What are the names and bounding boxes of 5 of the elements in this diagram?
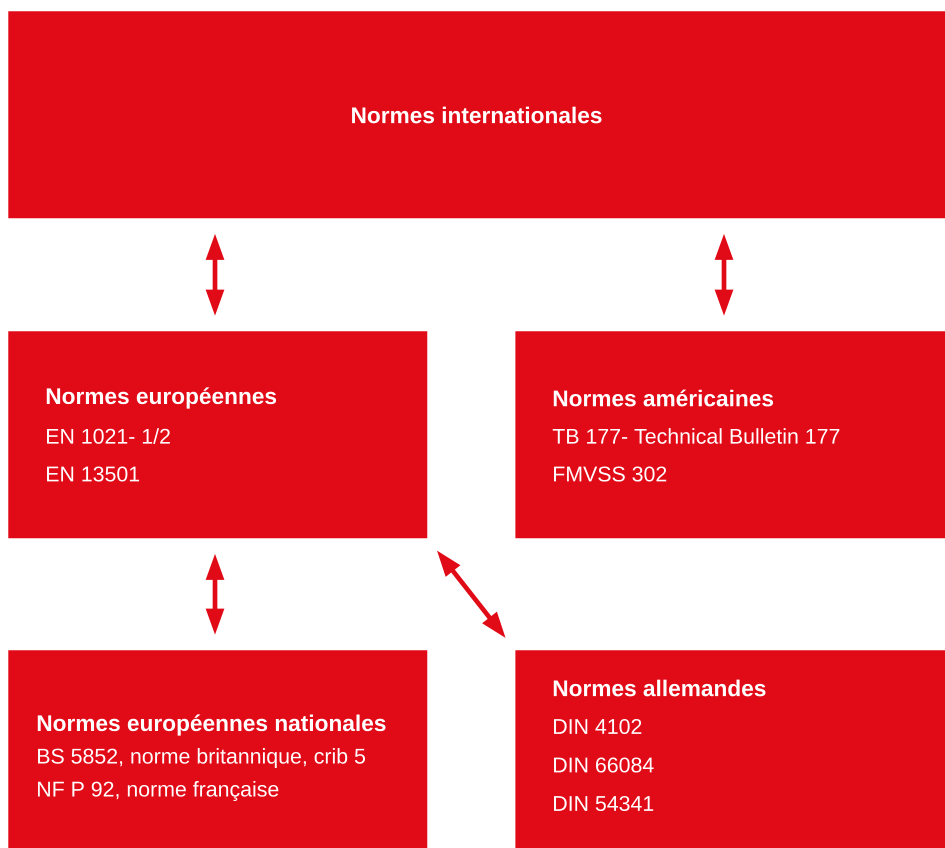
standard-box: Normes américaines TB 177- Technical Bulletin 177 FMVSS 302 [515, 331, 945, 538]
standard-box: Normes européennes nationales BS 5852, norme britannique, crib 5 NF P 92, norme française [8, 650, 428, 848]
standard-box: Normes allemandes DIN 4102 DIN 66084 DIN 54341 [515, 650, 945, 848]
standard-box: Normes européennes EN 1021- 1/2 EN 13501 [8, 331, 428, 538]
standard-box: Normes internationales [8, 11, 945, 218]
